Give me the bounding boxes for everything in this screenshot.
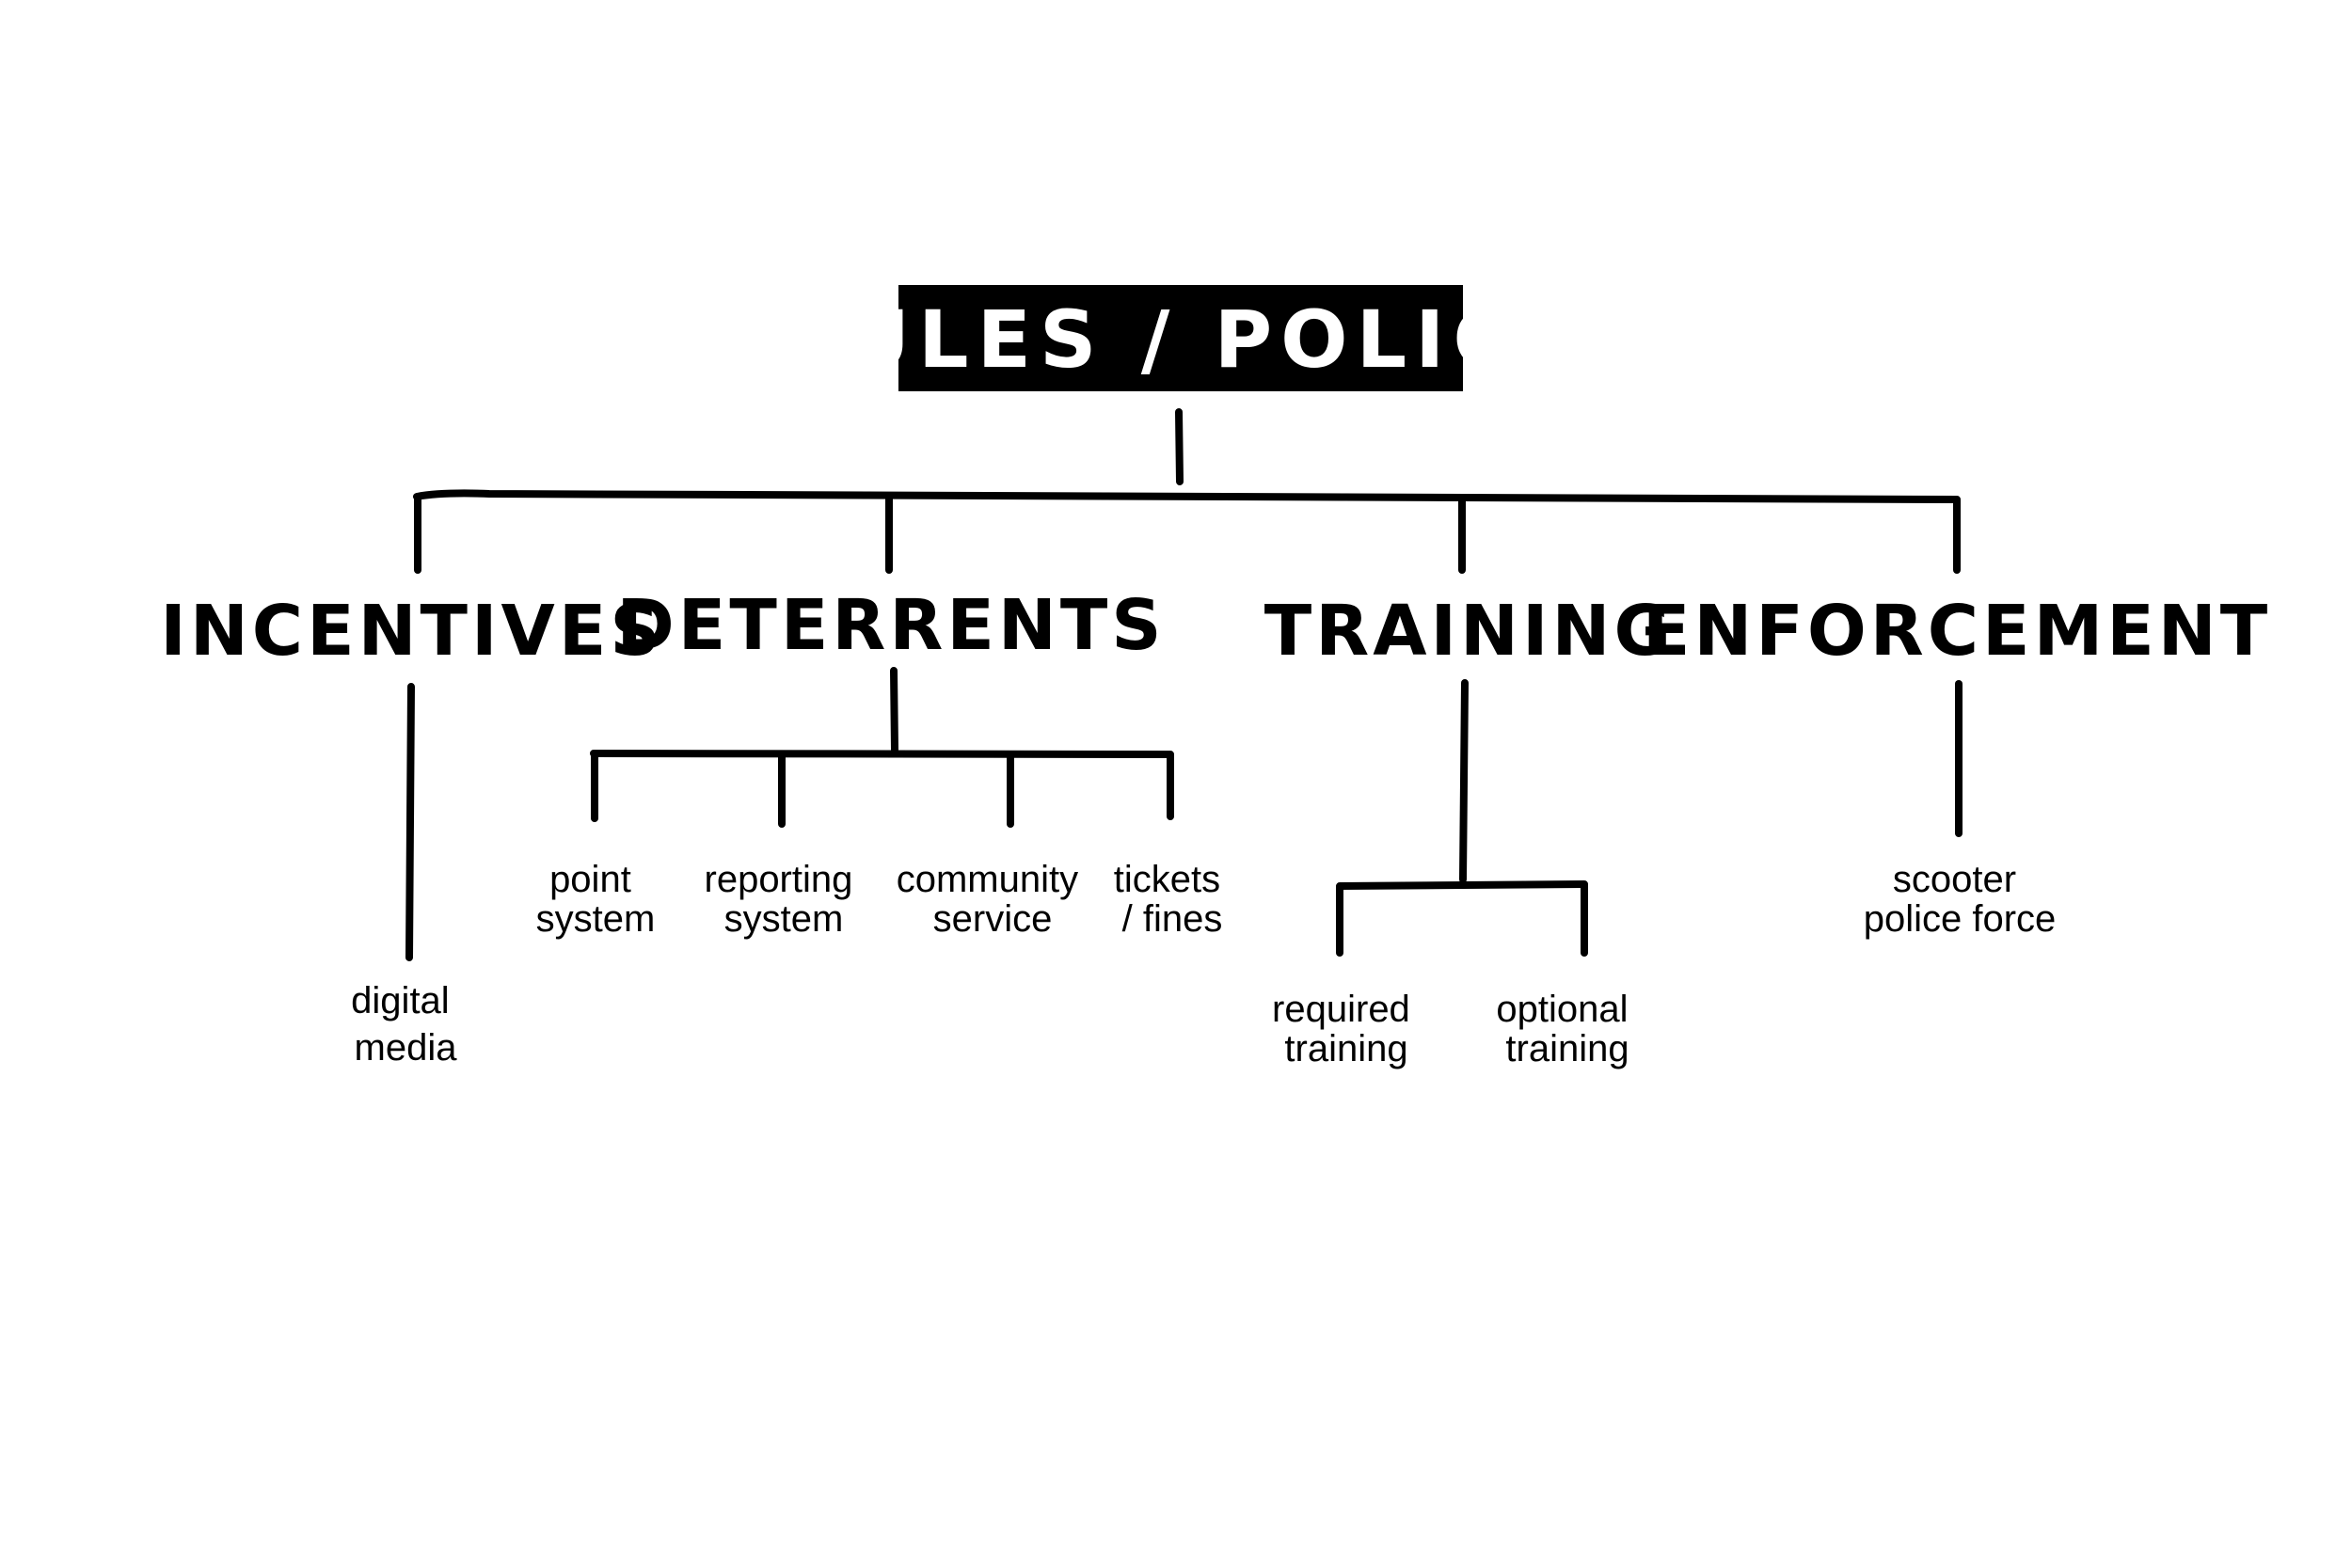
category-enforcement-label: ENFORCEMENT	[1643, 591, 2271, 672]
incentives-branch: digital media	[351, 683, 460, 1069]
deterrents-branch: point system reporting system community …	[536, 667, 1231, 940]
training-branch: required training optional training	[1272, 679, 1638, 1069]
root-connectors	[413, 408, 1961, 574]
enforcement-branch: scooter police force	[1864, 680, 2057, 940]
incentives-stem-line	[405, 683, 415, 961]
leaf-point-system: point system	[536, 859, 656, 940]
root-node: RULES / POLICY	[776, 285, 1585, 391]
leaf-optional-training: optional training	[1496, 989, 1638, 1069]
category-labels: INCENTIVES DETERRENTS TRAINING ENFORCEME…	[160, 585, 2271, 672]
root-box	[898, 285, 1463, 391]
training-bus-line	[1336, 880, 1588, 890]
deterrents-bus-line	[590, 750, 1174, 758]
category-incentives-label: INCENTIVES	[160, 591, 663, 672]
root-stem-line	[1175, 408, 1184, 485]
leaf-reporting-system: reporting system	[705, 859, 864, 940]
root-label: RULES / POLICY	[776, 293, 1585, 386]
leaf-tickets-fines: tickets / fines	[1114, 859, 1231, 940]
leaf-community-service: community service	[897, 859, 1089, 940]
category-training-label: TRAINING	[1264, 591, 1675, 672]
leaf-digital-media: digital media	[351, 980, 460, 1069]
leaf-required-training: required training	[1272, 989, 1421, 1069]
category-bus-line	[413, 489, 1961, 503]
training-stem-line	[1459, 679, 1469, 883]
leaf-scooter-police-force: scooter police force	[1864, 859, 2057, 940]
deterrents-stem-line	[890, 667, 898, 753]
category-deterrents-label: DETERRENTS	[616, 585, 1165, 666]
